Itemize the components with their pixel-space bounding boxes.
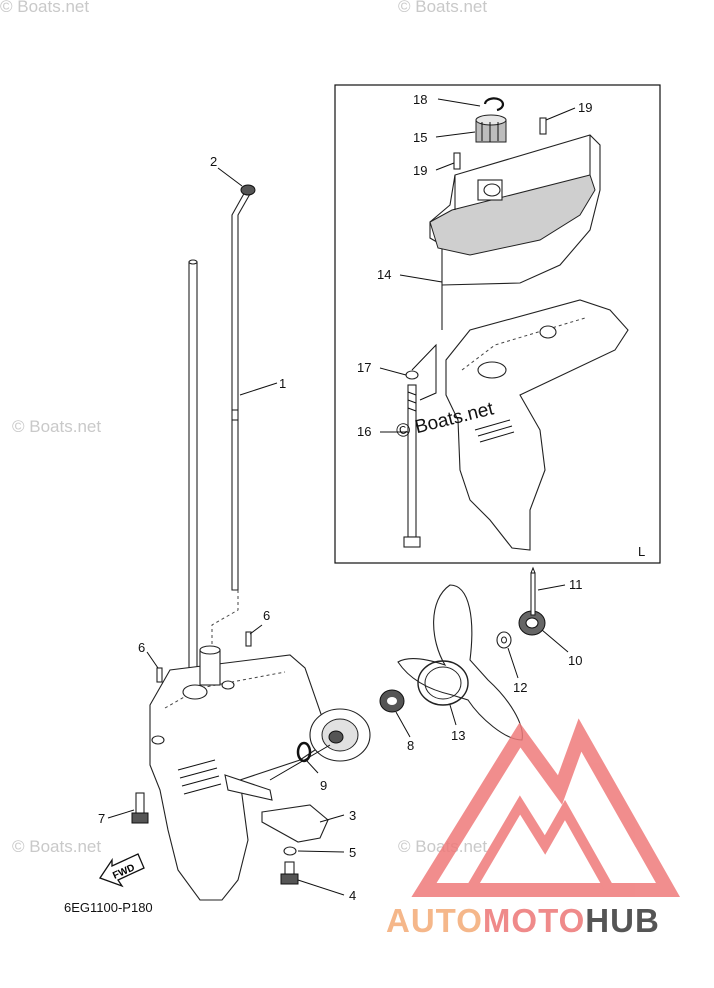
leader-7 [107, 809, 135, 819]
inset-lower-case [445, 299, 629, 551]
callout-13: 13 [451, 728, 465, 743]
callout-12: 12 [513, 680, 527, 695]
callout-6-right: 6 [263, 608, 270, 623]
leader-19-right [545, 107, 576, 121]
leader-17 [379, 367, 407, 376]
inset-letter: L [638, 544, 645, 559]
part-15-bushing [475, 114, 507, 143]
leader-13 [449, 704, 457, 726]
part-4-bolt [280, 861, 299, 885]
part-3-anode [261, 804, 329, 843]
callout-18: 18 [413, 92, 427, 107]
part-13-propeller [397, 584, 523, 741]
inset-frame [334, 84, 661, 564]
callout-2: 2 [210, 154, 217, 169]
part-8-thrust-washer [379, 689, 405, 713]
part-10-propeller-nut [518, 610, 546, 636]
tube-guide-dashed [211, 590, 239, 650]
part-17-washer [405, 370, 419, 380]
logo-part-hub: HUB [585, 902, 660, 939]
part-19-dowel-left [453, 152, 461, 170]
callout-9: 9 [320, 778, 327, 793]
callout-19-left: 19 [413, 163, 427, 178]
propeller-shaft-housing [269, 708, 371, 781]
part-6-dowel-left [156, 667, 163, 683]
part-7-bolt [131, 792, 149, 824]
part-1-shift-rod [188, 259, 198, 671]
fwd-arrow: FWD [99, 853, 145, 888]
callout-14: 14 [377, 267, 391, 282]
leader-10 [541, 629, 569, 653]
part-12-washer [496, 631, 512, 649]
part-6-dowel-right [245, 631, 252, 647]
leader-1 [239, 382, 278, 396]
logo-part-auto: AUTO [386, 902, 483, 939]
part-5-washer [283, 846, 297, 856]
part-14-upper-casing [429, 134, 601, 330]
automotohub-logo-text: AUTOMOTOHUB [386, 902, 660, 940]
callout-6-left: 6 [138, 640, 145, 655]
leader-8 [395, 711, 411, 738]
callout-5: 5 [349, 845, 356, 860]
watermark-top-right: © Boats.net [398, 0, 487, 16]
logo-part-moto: MOTO [482, 902, 586, 939]
part-16-stud-bolt [403, 384, 421, 548]
leader-6-left [146, 651, 159, 669]
callout-3: 3 [349, 808, 356, 823]
automotohub-logo-mark [411, 718, 681, 897]
leader-12 [507, 647, 519, 679]
callout-15: 15 [413, 130, 427, 145]
leader-19-left [435, 162, 455, 171]
leader-9 [305, 759, 319, 774]
callout-19-right: 19 [578, 100, 592, 115]
part-19-dowel-right [539, 117, 547, 135]
leader-18 [437, 98, 481, 107]
callout-17: 17 [357, 360, 371, 375]
leader-15 [435, 131, 476, 138]
watermark-top-left: © Boats.net [0, 0, 89, 16]
leader-3 [319, 814, 345, 823]
part-2-water-tube [231, 184, 256, 591]
callout-7: 7 [98, 811, 105, 826]
leader-4 [297, 879, 345, 896]
watermark-mid-left: © Boats.net [12, 417, 101, 436]
callout-1: 1 [279, 376, 286, 391]
part-18-circlip [483, 97, 505, 112]
leader-17-16-bracket [411, 343, 437, 401]
diagram-code: 6EG1100-P180 [64, 900, 153, 915]
leader-14 [399, 274, 443, 283]
leader-6-right [249, 624, 263, 635]
callout-16: 16 [357, 424, 371, 439]
watermark-bottom-left: © Boats.net [12, 837, 101, 856]
callout-8: 8 [407, 738, 414, 753]
part-11-cotter-pin [530, 566, 536, 616]
lower-case-main [149, 645, 331, 901]
leader-11 [537, 584, 566, 591]
callout-11: 11 [569, 577, 583, 592]
callout-10: 10 [568, 653, 582, 668]
watermark-bottom-right: © Boats.net [398, 837, 487, 856]
callout-4: 4 [349, 888, 356, 903]
part-9-o-ring [296, 741, 312, 763]
leader-5 [297, 850, 345, 853]
leader-2 [217, 167, 243, 187]
